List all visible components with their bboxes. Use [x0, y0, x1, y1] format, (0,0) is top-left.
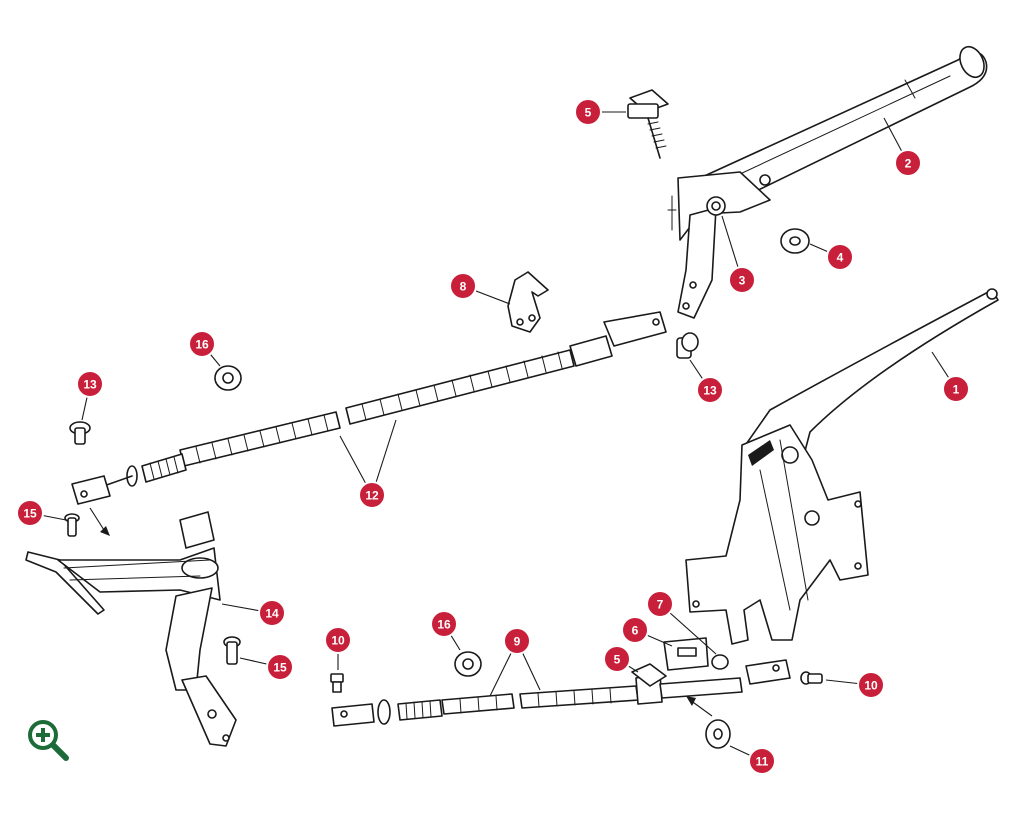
washer-lower — [705, 719, 731, 749]
handbrake-lever-lower — [685, 288, 999, 645]
callout-badge-label: 7 — [657, 598, 664, 612]
callout-badge-circle — [857, 671, 885, 699]
callout-badge-label: 1 — [953, 383, 960, 397]
pin-lower — [223, 636, 241, 665]
callout-badge: 10 — [324, 626, 352, 654]
callout-badge-label: 12 — [365, 489, 379, 503]
callout-badge: 12 — [358, 481, 386, 509]
handbrake-lever-upper — [667, 45, 988, 319]
callout-badge-label: 8 — [460, 280, 467, 294]
callout-badge-circle — [449, 272, 477, 300]
callout-badge-circle — [894, 149, 922, 177]
callout-badge: 11 — [748, 747, 776, 775]
callout-badge: 10 — [857, 671, 885, 699]
clevis-pin-right — [676, 332, 699, 359]
callout-badge-label: 6 — [632, 624, 639, 638]
pin-left — [64, 513, 80, 537]
switch-nut — [711, 654, 729, 670]
callout-badge: 15 — [266, 653, 294, 681]
zoom-in-icon — [28, 720, 69, 761]
callout-badge-circle — [258, 599, 286, 627]
callout-badge-label: 15 — [23, 507, 37, 521]
switch-bracket — [663, 637, 709, 671]
callout-badge-label: 14 — [265, 607, 279, 621]
callout-badge-circle — [76, 370, 104, 398]
bolt-right — [800, 671, 823, 685]
callout-badge-label: 5 — [585, 106, 592, 120]
callout-badge-circle — [503, 627, 531, 655]
callout-badge: 1 — [942, 375, 970, 403]
clevis-pin-left — [69, 421, 91, 445]
callout-badge-circle — [188, 330, 216, 358]
callout-badge-circle — [324, 626, 352, 654]
callout-badge: 2 — [894, 149, 922, 177]
callout-badge-circle — [942, 375, 970, 403]
cable-bracket — [507, 271, 549, 333]
callout-badge-circle — [621, 616, 649, 644]
grommet-upper — [214, 365, 242, 391]
bolt-left — [330, 673, 344, 693]
callout-badge: 9 — [503, 627, 531, 655]
callout-badge-circle — [646, 590, 674, 618]
callout-badge-label: 10 — [864, 679, 878, 693]
callout-badge-circle — [603, 645, 631, 673]
callout-badge-circle — [430, 610, 458, 638]
callout-badge-label: 4 — [837, 251, 844, 265]
callout-badge: 16 — [430, 610, 458, 638]
handbrake-cable-long — [71, 311, 667, 505]
zoom-in-button[interactable] — [26, 718, 70, 762]
callout-badge-label: 11 — [756, 755, 769, 769]
callout-badge: 3 — [728, 266, 756, 294]
callout-badge: 13 — [76, 370, 104, 398]
callout-badge-circle — [696, 376, 724, 404]
handbrake-cable-short — [331, 659, 791, 727]
callout-badge-circle — [574, 98, 602, 126]
callout-badge-circle — [266, 653, 294, 681]
callout-badge: 5 — [574, 98, 602, 126]
callout-badge-label: 5 — [614, 653, 621, 667]
callout-badge: 4 — [826, 243, 854, 271]
washer — [780, 228, 810, 254]
callout-badge-circle — [728, 266, 756, 294]
callout-badge-label: 2 — [905, 157, 912, 171]
callout-badge: 16 — [188, 330, 216, 358]
callout-badge: 13 — [696, 376, 724, 404]
callout-badge-label: 9 — [514, 635, 521, 649]
callout-badge-label: 13 — [703, 384, 717, 398]
callout-badge-label: 3 — [739, 274, 746, 288]
callout-badge: 8 — [449, 272, 477, 300]
callout-badge-label: 10 — [331, 634, 345, 648]
callout-badge-label: 15 — [273, 661, 287, 675]
callout-badge-label: 13 — [83, 378, 97, 392]
callout-badge: 5 — [603, 645, 631, 673]
callout-badge: 15 — [16, 499, 44, 527]
callout-badge-circle — [358, 481, 386, 509]
callout-badge-circle — [16, 499, 44, 527]
brake-switch-top — [627, 89, 669, 159]
compensator-lever — [25, 511, 237, 747]
callout-badge-label: 16 — [195, 338, 209, 352]
callout-badge-circle — [826, 243, 854, 271]
grommet-lower — [454, 651, 482, 677]
callout-badge-circle — [748, 747, 776, 775]
brake-switch-lower — [631, 663, 667, 687]
callout-badge: 14 — [258, 599, 286, 627]
callout-badge: 6 — [621, 616, 649, 644]
callout-badge-label: 16 — [437, 618, 451, 632]
callout-badge: 7 — [646, 590, 674, 618]
